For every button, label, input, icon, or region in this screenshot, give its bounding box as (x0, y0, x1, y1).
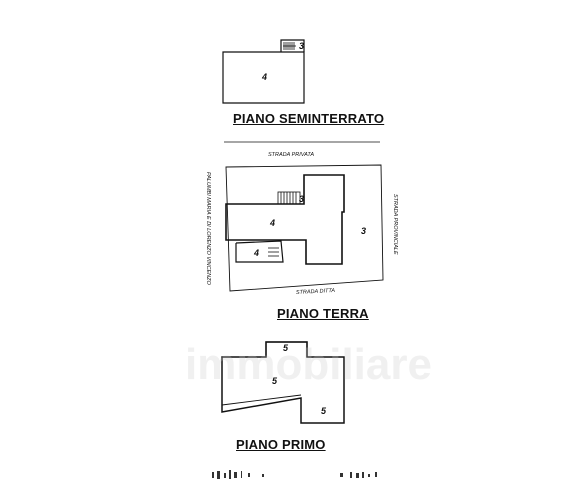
ground-building-outline (225, 174, 345, 265)
label-ground-4-main: 4 (269, 218, 275, 228)
title-piano-terra: PIANO TERRA (277, 306, 369, 321)
label-basement-4: 4 (261, 72, 267, 82)
ground-floor-plan (225, 164, 384, 292)
label-first-5-bottom: 5 (321, 406, 327, 416)
street-label-left: PALUMBI MARIA E DI LORENZO VINCENZO (205, 172, 211, 285)
basement-plan (222, 39, 305, 104)
basement-unit-3-outline (280, 39, 305, 52)
ground-unit-4-annex (235, 240, 284, 263)
ground-lot-boundary (225, 164, 384, 292)
label-first-5-top: 5 (283, 343, 289, 353)
label-first-5-main: 5 (272, 376, 278, 386)
scan-noise-marks (212, 470, 377, 479)
title-piano-primo: PIANO PRIMO (236, 437, 326, 452)
street-label-bottom: STRADA DITTA (296, 288, 336, 296)
first-floor-unit-5-top (265, 341, 308, 357)
basement-stairs (283, 42, 296, 50)
label-basement-3: 3 (299, 41, 304, 51)
watermark: immobiliare (185, 340, 432, 389)
basement-unit-4-outline (222, 51, 305, 104)
label-ground-3-stair: 3 (299, 194, 304, 204)
title-piano-seminterrato: PIANO SEMINTERRATO (233, 111, 385, 126)
street-label-right: STRADA PROVINCIALE (392, 194, 398, 255)
ground-stairs (268, 191, 301, 257)
first-floor-inner-wall (221, 394, 302, 406)
street-label-top: STRADA PRIVATA (268, 152, 314, 158)
first-floor-plan (221, 341, 345, 424)
label-ground-4-annex: 4 (253, 248, 259, 258)
label-ground-3-right: 3 (361, 226, 366, 236)
